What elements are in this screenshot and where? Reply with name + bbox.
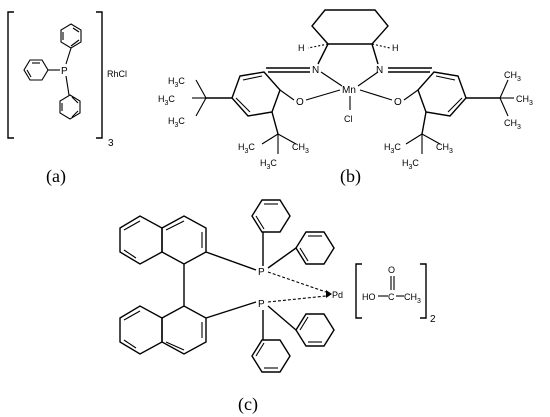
panel-c-p-top: P <box>258 267 265 278</box>
panel-b-me-6: H3C <box>260 158 277 171</box>
panel-c-left-bracket <box>355 263 362 319</box>
caption-b: (b) <box>340 166 361 187</box>
panel-b-manganese: Mn <box>342 85 356 96</box>
panel-a-phosphorus: P <box>61 66 68 77</box>
panel-b-h-left: H <box>298 43 305 53</box>
panel-b-me-8: CH3 <box>516 94 533 107</box>
panel-c-phenyl-4 <box>295 313 335 347</box>
panel-b-me-5: CH3 <box>292 142 309 155</box>
panel-b-chloride: Cl <box>344 114 353 124</box>
panel-a-left-bracket <box>7 11 14 139</box>
panel-c-methyl: CH3 <box>404 292 421 305</box>
panel-b-me-9: CH3 <box>504 118 521 131</box>
panel-b-right-aryl <box>417 71 467 117</box>
panel-b-me-7: CH3 <box>504 70 521 83</box>
panel-c-naphthyl-top <box>119 215 207 265</box>
panel-c-oxygen: O <box>388 265 395 275</box>
panel-b-h-right: H <box>392 43 399 53</box>
panel-c-right-bracket <box>420 263 427 319</box>
panel-a-phenyl-bottom <box>59 94 81 120</box>
panel-c-ho: HO <box>362 292 376 302</box>
panel-b-me-12: H3C <box>402 158 419 171</box>
caption-a: (a) <box>46 166 66 187</box>
panel-c-naphthyl-bottom <box>119 305 207 355</box>
panel-b-n-right: N <box>376 65 383 76</box>
panel-b-left-aryl <box>231 71 281 117</box>
panel-c-phenyl-1 <box>251 199 291 233</box>
panel-c-phenyl-3 <box>251 339 291 373</box>
panel-b-n-left: N <box>312 65 319 76</box>
panel-a-structure: 3 P RhCl <box>7 11 127 149</box>
panel-a-phenyl-left <box>23 59 49 81</box>
panel-b-structure: H H N N Mn Cl O O <box>158 9 533 171</box>
panel-a-subscript: 3 <box>108 138 114 149</box>
panel-b-o-right: O <box>394 97 402 108</box>
panel-a-right-bracket <box>96 11 103 139</box>
panel-b-me-11: CH3 <box>436 142 453 155</box>
panel-c-structure: P P Pd <box>119 199 436 373</box>
panel-b-me-2: H3C <box>158 94 175 107</box>
panel-c-palladium: Pd <box>332 290 343 300</box>
panel-b-me-3: H3C <box>168 116 185 129</box>
panel-c-carbon: C <box>388 292 395 302</box>
panel-c-phenyl-2 <box>295 231 335 265</box>
panel-c-p-bottom: P <box>258 299 265 310</box>
caption-c: (c) <box>238 394 258 415</box>
panel-b-me-10: H3C <box>384 142 401 155</box>
panel-b-cyclohexane <box>311 9 389 45</box>
panel-a-phenyl-top <box>60 23 82 49</box>
panel-b-me-1: H3C <box>168 76 185 89</box>
panel-c-subscript: 2 <box>430 314 436 325</box>
panel-a-rhcl-label: RhCl <box>107 69 127 79</box>
panel-b-o-left: O <box>296 97 304 108</box>
panel-b-me-4: H3C <box>238 142 255 155</box>
